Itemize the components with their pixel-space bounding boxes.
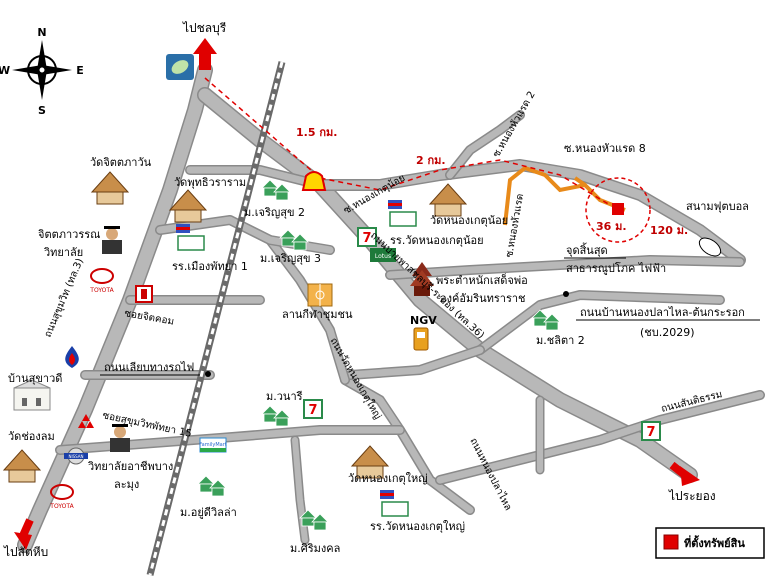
legend: ที่ตั้งทรัพย์สิน bbox=[655, 527, 765, 559]
school-icon bbox=[176, 224, 205, 251]
place-m-charoen3: ม.เจริญสุข 3 bbox=[260, 252, 321, 265]
distance-4: 120 ม. bbox=[650, 224, 688, 237]
temple-icon bbox=[90, 171, 130, 205]
football-field-icon bbox=[698, 237, 722, 257]
leaf-logo-icon bbox=[166, 54, 194, 80]
road-sukhumvit-label: ถนนสุขุมวิท (ทล.3) bbox=[43, 257, 86, 339]
distance-3: 36 ม. bbox=[596, 220, 627, 233]
direction-bottom-left-label: ไปสัตหีบ bbox=[3, 545, 48, 559]
railway-line bbox=[146, 61, 286, 576]
route-dashed bbox=[204, 77, 611, 206]
mitsubishi-logo bbox=[78, 414, 94, 428]
road-railway-label: ถนนเลียบทางรถไฟ bbox=[104, 361, 194, 374]
graduate-icon bbox=[102, 226, 122, 254]
toyota-text: TOYOTA bbox=[49, 503, 74, 510]
place-ban-suksawat: บ้านสุขาวดี bbox=[8, 372, 62, 385]
shrine-icon bbox=[410, 262, 434, 296]
place-wat-nongket-noi: วัดหนองเกตุน้อย bbox=[430, 214, 508, 227]
road-nonghuaraed8-label: ซ.หนองหัวแรด 8 bbox=[564, 142, 646, 155]
road-nonghuaraed2-label: ซ.หนองหัวแรด 2 bbox=[491, 90, 538, 160]
place-m-wanaree: ม.วนารี bbox=[266, 390, 303, 403]
toyota-text: TOYOTA bbox=[89, 287, 114, 294]
place-m-siri: ม.ศิริมงคล bbox=[290, 542, 340, 555]
distance-1: 1.5 กม. bbox=[296, 126, 337, 139]
place-rr-nongket-yai: รร.วัดหนองเกตุใหญ่ bbox=[370, 520, 465, 533]
graduate-icon bbox=[110, 424, 130, 452]
school-icon bbox=[380, 490, 409, 517]
place-shrine2: องค์อัมรินทราราช bbox=[440, 292, 526, 305]
place-m-chitta2: ม.ชลิตา 2 bbox=[536, 334, 585, 347]
village-icon bbox=[299, 509, 329, 531]
temple-icon bbox=[350, 445, 390, 479]
place-football: สนามฟุตบอล bbox=[686, 200, 749, 213]
place-m-yudee: ม.อยู่ดีวิลล่า bbox=[180, 506, 237, 519]
road-ban-nong-pla-lai-label: ถนนบ้านหนองปลาไหล-ต้นกระรอก bbox=[580, 306, 745, 319]
lotus-logo: Lotus bbox=[370, 248, 396, 262]
direction-top-label: ไปชลบุรี bbox=[182, 21, 227, 36]
arrow-bottom-right-icon bbox=[669, 461, 700, 486]
ngv-pump-icon bbox=[413, 327, 429, 351]
eleven-logo: 7 bbox=[641, 421, 661, 441]
arrow-top-icon bbox=[193, 38, 217, 70]
stadium-icon bbox=[307, 283, 333, 307]
eleven-logo: 7 bbox=[303, 399, 323, 419]
road-network bbox=[17, 62, 765, 553]
temple-icon bbox=[2, 449, 42, 483]
temple-icon bbox=[168, 189, 208, 223]
shell-logo bbox=[301, 171, 327, 191]
building-icon bbox=[13, 379, 51, 411]
school-icon bbox=[388, 200, 417, 227]
place-college-phi2: ละมุง bbox=[114, 478, 139, 491]
place-wat-nongket-yai: วัดหนองเกตุใหญ่ bbox=[348, 472, 428, 485]
place-rr-mueang: รร.เมืองพัทยา 1 bbox=[172, 260, 248, 273]
toyota-logo: TOYOTA bbox=[49, 484, 75, 510]
village-icon bbox=[197, 475, 227, 497]
place-college-phi1: วิทยาลัยอาชีพบาง bbox=[87, 460, 173, 473]
village-icon bbox=[279, 229, 309, 251]
brand-box-icon bbox=[135, 285, 153, 303]
road-nongket-noi-label: ซ.หนองเกตุน้อย bbox=[342, 172, 408, 217]
place-rr-nongket-noi: รร.วัดหนองเกตุน้อย bbox=[390, 234, 484, 247]
road-wat-nongket-yai-label: ถนนวัดหนองเกตุใหญ่ bbox=[327, 336, 383, 422]
distance-2: 2 กม. bbox=[416, 154, 446, 167]
property-marker[interactable] bbox=[585, 177, 651, 243]
village-icon bbox=[261, 179, 291, 201]
place-ngv: NGV bbox=[410, 314, 437, 327]
familymart-text: FamilyMart bbox=[199, 442, 227, 448]
temple-icon bbox=[428, 183, 468, 217]
eleven-text: 7 bbox=[362, 231, 371, 246]
compass-s: S bbox=[38, 104, 46, 117]
eleven-text: 7 bbox=[646, 425, 655, 440]
direction-bottom-right-label: ไประยอง bbox=[668, 489, 716, 503]
road-soi-jitkhom-label: ซอยจิตคอม bbox=[123, 308, 174, 328]
toyota-logo: TOYOTA bbox=[89, 268, 115, 294]
place-wat-jitta: วัดจิตตภาวัน bbox=[90, 156, 152, 169]
ptt-logo bbox=[65, 346, 79, 368]
familymart-logo: FamilyMart bbox=[199, 437, 227, 453]
compass-n: N bbox=[37, 26, 46, 39]
legend-label: ที่ตั้งทรัพย์สิน bbox=[684, 535, 745, 550]
compass-w: W bbox=[0, 64, 10, 77]
place-end-point2: สาธารณูปโภค ไฟฟ้า bbox=[566, 261, 666, 275]
place-stadium: ลานกีฬาชุมชน bbox=[282, 308, 353, 321]
eleven-text: 7 bbox=[308, 403, 317, 418]
eleven-logo: 7 bbox=[357, 227, 377, 247]
compass-icon: N S E W bbox=[0, 26, 84, 117]
lotus-text: Lotus bbox=[375, 253, 391, 260]
place-end-point1: จุดสิ้นสุด bbox=[566, 242, 608, 257]
place-wat-phothi: วัดพุทธิวราราม bbox=[174, 176, 246, 189]
village-icon bbox=[261, 405, 291, 427]
place-college1: จิตตภาวรรณ bbox=[37, 228, 100, 241]
nissan-text: NISSAN bbox=[68, 454, 83, 459]
place-m-charoen2: ม.เจริญสุข 2 bbox=[244, 206, 305, 219]
compass-e: E bbox=[76, 64, 84, 77]
road-ban-nong-pla-lai-code: (ชบ.2029) bbox=[640, 326, 695, 339]
nissan-logo: NISSAN bbox=[64, 447, 88, 465]
place-shrine1: พระตำหนักเสด็จพ่อ bbox=[436, 273, 528, 287]
place-wat-chongsom: วัดช่องลม bbox=[8, 430, 55, 443]
village-icon bbox=[531, 309, 561, 331]
arrow-bottom-left-icon bbox=[14, 518, 34, 550]
place-college2: วิทยาลัย bbox=[43, 246, 83, 259]
